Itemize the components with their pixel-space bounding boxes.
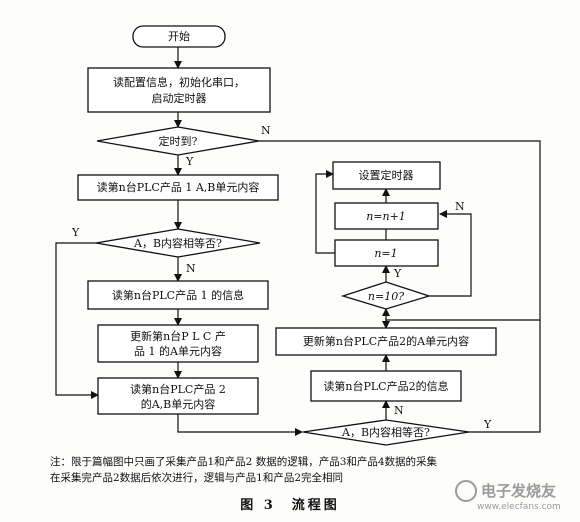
read-info-p2-label: 读第n台PLC产品2的信息 <box>323 379 448 393</box>
node-ab-equal-1: A，B内容相等否? <box>95 228 261 258</box>
node-n-check: n=10? <box>340 281 432 310</box>
init-label-line1: 读配置信息，初始化串口， <box>113 75 245 89</box>
arrow-readab2-to-ab2 <box>177 414 303 436</box>
node-read-info-p1: 读第n台PLC产品 1 的信息 <box>87 280 269 310</box>
arrow-ab1-yes <box>55 242 99 399</box>
line-ab2-yes <box>469 320 541 433</box>
ab-equal-2-label: A，B内容相等否? <box>341 425 430 439</box>
node-read-ab-p1: 读第n台PLC产品 1 A,B单元内容 <box>77 174 279 201</box>
label-ab1-yes: Y <box>71 226 80 239</box>
n-increment-label: n=n+1 <box>366 210 406 223</box>
node-start: 开始 <box>132 25 226 48</box>
read-ab-p1-label: 读第n台PLC产品 1 A,B单元内容 <box>97 180 260 194</box>
node-timer-check: 定时到? <box>96 126 260 156</box>
figure-caption: 图 3 流程图 <box>240 498 340 513</box>
node-ab-equal-2: A，B内容相等否? <box>302 419 470 446</box>
node-update-a-p1: 更新第n台P L C 产 品 1 的A单元内容 <box>97 324 259 363</box>
init-label-line2: 启动定时器 <box>152 91 207 105</box>
node-update-a-p2: 更新第n台PLC产品2的A单元内容 <box>275 327 497 356</box>
label-ab2-no: N <box>394 404 404 417</box>
watermark-url: www.elecfans.com <box>477 502 561 512</box>
node-n-reset: n=1 <box>334 239 439 267</box>
node-n-increment: n=n+1 <box>334 202 439 230</box>
n-check-label: n=10? <box>368 290 404 303</box>
node-read-ab-p2: 读第n台PLC产品 2 的A,B单元内容 <box>97 377 259 415</box>
watermark-logo-icon <box>455 480 477 502</box>
node-init: 读配置信息，初始化串口， 启动定时器 <box>87 67 271 113</box>
update-a-p1-label-line1: 更新第n台P L C 产 <box>130 329 226 343</box>
watermark-title: 电子发烧友 <box>481 482 557 500</box>
label-timer-yes: Y <box>185 155 194 168</box>
arrow-ncheck-no <box>429 210 472 297</box>
read-ab-p2-label-line2: 的A,B单元内容 <box>141 397 216 411</box>
label-ncheck-no: N <box>455 200 465 213</box>
update-a-p2-label: 更新第n台PLC产品2的A单元内容 <box>303 334 469 348</box>
node-set-timer: 设置定时器 <box>332 161 441 190</box>
read-ab-p2-label-line1: 读第n台PLC产品 2 <box>130 382 226 396</box>
label-ncheck-yes: Y <box>393 267 402 280</box>
watermark: 电子发烧友 www.elecfans.com <box>455 478 575 518</box>
n-reset-label: n=1 <box>374 247 397 260</box>
update-a-p1-label-line2: 品 1 的A单元内容 <box>134 344 222 358</box>
ab-equal-1-label: A，B内容相等否? <box>133 236 222 250</box>
label-timer-no: N <box>261 124 271 137</box>
label-ab2-yes: Y <box>483 418 492 431</box>
edge-labels: N Y Y N Y N N Y <box>71 124 492 431</box>
timer-check-label: 定时到? <box>159 134 198 148</box>
footnote-line-2: 在采集完产品2数据后依次进行，逻辑与产品1和产品2完全相同 <box>50 472 344 484</box>
start-label: 开始 <box>168 29 190 43</box>
footnote: 注：限于篇幅图中只画了采集产品1和产品2 数据的逻辑，产品3和产品4数据的采集 … <box>50 454 570 486</box>
node-read-info-p2: 读第n台PLC产品2的信息 <box>310 370 462 402</box>
footnote-line-1: 注：限于篇幅图中只画了采集产品1和产品2 数据的逻辑，产品3和产品4数据的采集 <box>50 456 438 468</box>
set-timer-label: 设置定时器 <box>359 168 414 182</box>
arrow-reset-to-settimer <box>315 170 335 254</box>
connectors <box>55 47 541 436</box>
read-info-p1-label: 读第n台PLC产品 1 的信息 <box>112 288 244 302</box>
label-ab1-no: N <box>186 262 196 275</box>
